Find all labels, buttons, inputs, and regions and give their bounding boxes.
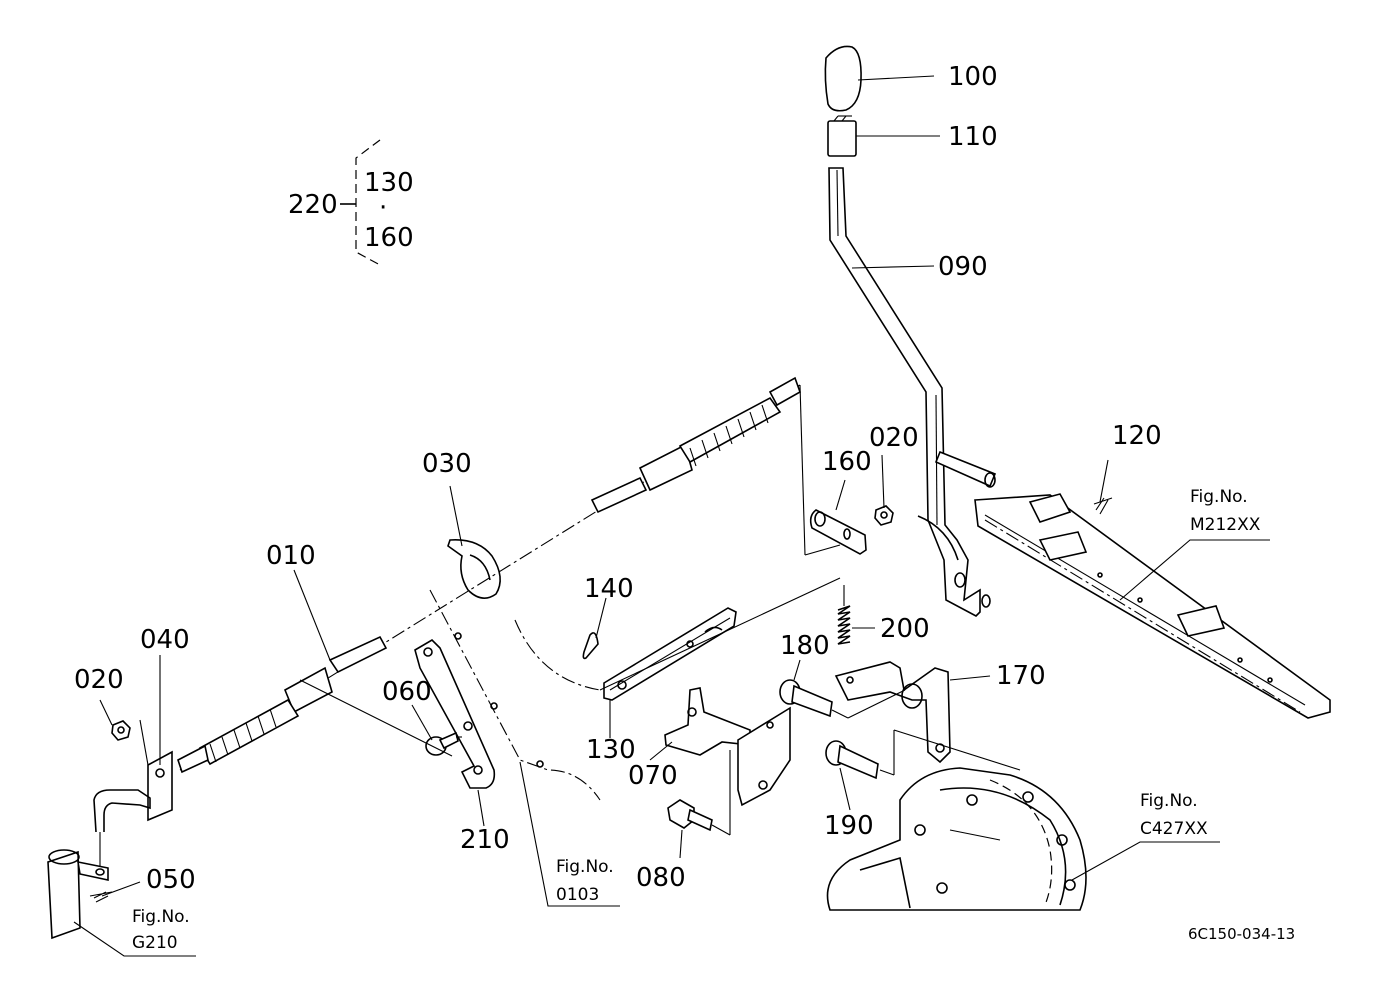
shaft-g210 xyxy=(47,849,109,940)
label-010: 010 xyxy=(266,541,316,571)
ref-m212-code: M212XX xyxy=(1190,515,1261,535)
label-080: 080 xyxy=(636,863,686,893)
arm-130 xyxy=(603,607,737,701)
label-160: 160 xyxy=(822,447,872,477)
label-090: 090 xyxy=(938,252,988,282)
label-130: 130 xyxy=(586,735,636,765)
bolt-190 xyxy=(825,729,1021,780)
bracket-070 xyxy=(664,687,791,807)
plate-210 xyxy=(414,638,496,789)
grip-110 xyxy=(827,115,857,157)
bolt-180 xyxy=(779,679,906,719)
pin-160 xyxy=(809,509,867,555)
figure-references: Fig.No. M212XX Fig.No. C427XX Fig.No. 01… xyxy=(132,487,1261,953)
kit-bracket-220 xyxy=(340,139,381,266)
lever-170 xyxy=(834,661,951,764)
lever-090 xyxy=(828,167,991,617)
rod-040 xyxy=(93,719,173,870)
label-kit-160: 160 xyxy=(364,223,414,253)
leader-lines xyxy=(73,75,1270,957)
label-200: 200 xyxy=(880,614,930,644)
label-020-lower: 020 xyxy=(74,665,124,695)
label-kit-separator: · xyxy=(379,193,387,223)
frame-bracket xyxy=(934,450,1331,719)
ref-0103-title: Fig.No. xyxy=(556,857,614,877)
cable-010 xyxy=(177,376,841,774)
ref-c427-code: C427XX xyxy=(1140,819,1208,839)
ref-g210-code: G210 xyxy=(132,933,178,953)
label-040: 040 xyxy=(140,625,190,655)
label-140: 140 xyxy=(584,574,634,604)
label-190: 190 xyxy=(824,811,874,841)
pin-050 xyxy=(89,891,113,903)
knob-100 xyxy=(824,45,862,112)
housing-c427 xyxy=(826,767,1087,911)
label-120: 120 xyxy=(1112,421,1162,451)
clip-030 xyxy=(447,539,501,599)
bolt-080 xyxy=(667,750,731,836)
label-050: 050 xyxy=(146,865,196,895)
ref-0103-code: 0103 xyxy=(556,885,599,905)
split-pin-140 xyxy=(582,632,599,660)
label-180: 180 xyxy=(780,631,830,661)
label-220: 220 xyxy=(288,190,338,220)
label-060: 060 xyxy=(382,677,432,707)
label-210: 210 xyxy=(460,825,510,855)
reference-outline-0103 xyxy=(429,589,601,801)
ref-m212-title: Fig.No. xyxy=(1190,487,1248,507)
spring-200 xyxy=(599,577,851,691)
label-170: 170 xyxy=(996,661,1046,691)
nut-020-upper xyxy=(874,505,894,526)
label-110: 110 xyxy=(948,122,998,152)
label-kit-130: 130 xyxy=(364,168,414,198)
nut-020-lower xyxy=(111,720,131,741)
ref-c427-title: Fig.No. xyxy=(1140,791,1198,811)
pin-120 xyxy=(1093,497,1113,515)
part-labels: 100 110 090 120 020 160 030 010 040 020 … xyxy=(74,62,1162,895)
label-030: 030 xyxy=(422,449,472,479)
label-070: 070 xyxy=(628,761,678,791)
label-020-upper: 020 xyxy=(869,423,919,453)
ref-g210-title: Fig.No. xyxy=(132,907,190,927)
drawing-code: 6C150-034-13 xyxy=(1188,925,1295,943)
label-100: 100 xyxy=(948,62,998,92)
